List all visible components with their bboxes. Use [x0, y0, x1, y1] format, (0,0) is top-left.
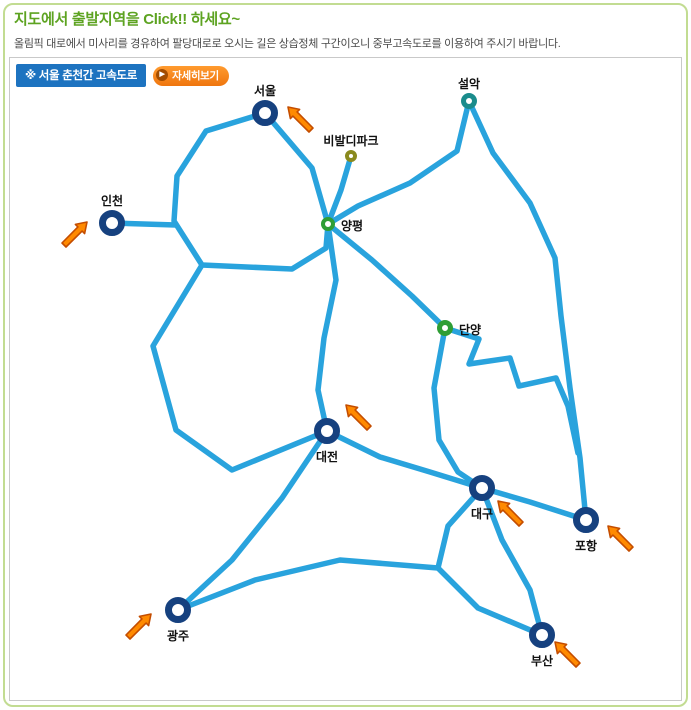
- city-marker-gwangju[interactable]: [165, 597, 191, 623]
- road-network: [109, 98, 589, 638]
- click-arrow-icon-gwangju: [122, 611, 154, 643]
- city-label-pohang: 포항: [574, 539, 598, 553]
- road-west-loop: [150, 262, 330, 473]
- road-south-line: [175, 557, 441, 613]
- road-seorak-west: [325, 98, 472, 227]
- click-arrow-icon-pohang: [605, 523, 637, 555]
- expressway-badge-label: ※ 서울 춘천간 고속도로: [16, 64, 147, 87]
- detail-view-button[interactable]: ▶ 자세히보기: [153, 65, 229, 86]
- detail-view-button-label: 자세히보기: [172, 69, 219, 82]
- play-icon: ▶: [156, 69, 169, 81]
- road-danyang-daegu: [431, 325, 485, 491]
- city-marker-busan[interactable]: [529, 622, 555, 648]
- city-marker-pohang[interactable]: [573, 507, 599, 533]
- city-label-busan: 부산: [530, 654, 554, 668]
- city-label-vivaldi: 비발디파크: [323, 134, 379, 148]
- road-vivaldi-link: [325, 153, 354, 227]
- city-label-seoul: 서울: [253, 84, 277, 98]
- city-label-seorak: 설악: [457, 77, 481, 91]
- city-label-danyang: 단양: [459, 323, 482, 337]
- city-marker-incheon[interactable]: [99, 210, 125, 236]
- city-marker-daejeon[interactable]: [314, 418, 340, 444]
- click-arrow-icon-daegu: [495, 498, 527, 530]
- road-capital-loop: [171, 110, 331, 272]
- city-marker-vivaldi[interactable]: [345, 150, 357, 162]
- page-frame: [3, 3, 688, 707]
- page-subtitle: 올림픽 대로에서 미사리를 경유하여 팔당대로로 오시는 길은 상습정체 구간이…: [14, 38, 561, 50]
- road-yangpyeong-danyang: [325, 221, 448, 331]
- road-east-coast: [466, 98, 589, 523]
- road-danyang-zigzag: [442, 325, 581, 456]
- city-label-incheon: 인천: [100, 194, 124, 208]
- expressway-badge: ※ 서울 춘천간 고속도로 ▶ 자세히보기: [16, 64, 229, 87]
- page-header: 지도에서 출발지역을 Click!! 하세요~ 올림픽 대로에서 미사리를 경유…: [14, 8, 678, 51]
- road-daegu-pohang: [479, 485, 589, 523]
- page-title: 지도에서 출발지역을 Click!! 하세요~: [14, 11, 240, 28]
- city-marker-daegu[interactable]: [469, 475, 495, 501]
- road-daejeon-gwangju: [175, 428, 330, 613]
- city-label-daegu: 대구: [470, 507, 494, 521]
- road-daejeon-daegu: [324, 428, 485, 491]
- road-center-vertical: [315, 221, 339, 434]
- city-marker-seoul[interactable]: [252, 100, 278, 126]
- click-arrow-icon-incheon: [58, 219, 90, 251]
- city-label-daejeon: 대전: [315, 450, 339, 464]
- city-label-gwangju: 광주: [166, 629, 190, 643]
- city-marker-yangpyeong[interactable]: [321, 217, 335, 231]
- road-daegu-busan: [479, 485, 545, 638]
- click-arrow-icon-daejeon: [343, 402, 375, 434]
- city-label-yangpyeong: 양평: [341, 219, 364, 233]
- city-marker-seorak[interactable]: [461, 93, 477, 109]
- city-marker-danyang[interactable]: [437, 320, 453, 336]
- click-arrow-icon-seoul: [285, 104, 317, 136]
- click-arrow-icon-busan: [552, 639, 584, 671]
